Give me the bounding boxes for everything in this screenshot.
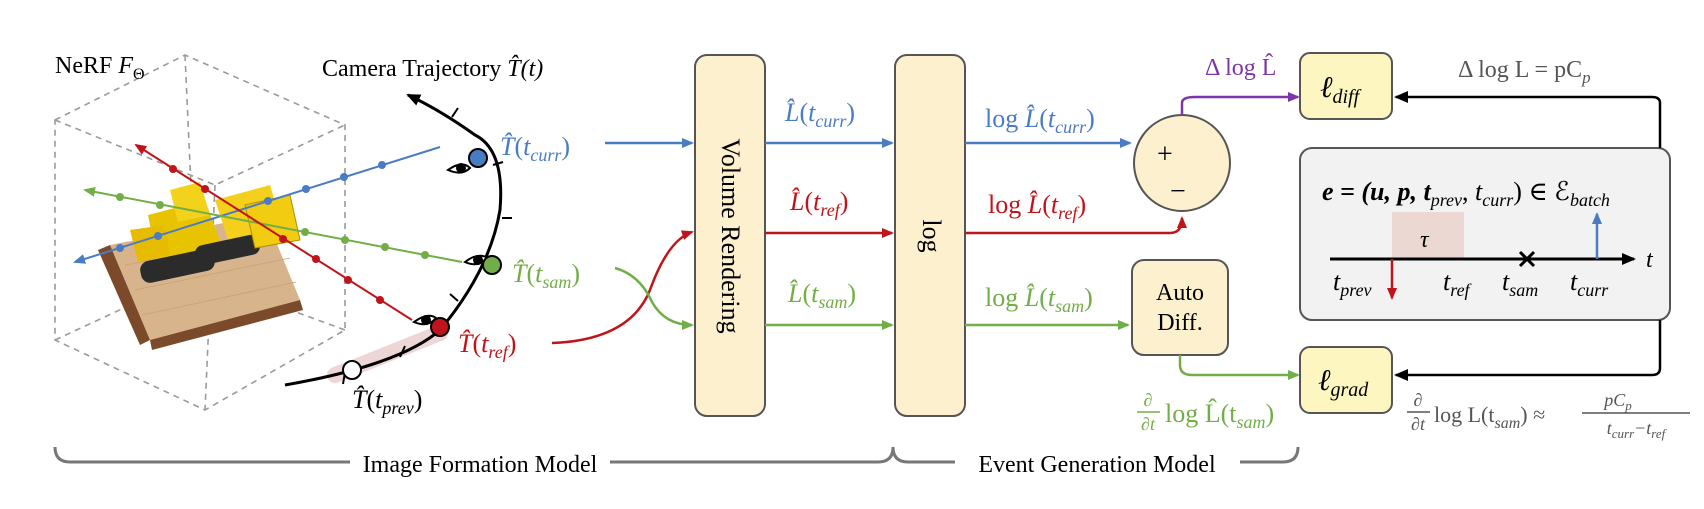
pose-ref-marker xyxy=(430,317,450,337)
t-ref-label: tref xyxy=(1443,267,1473,300)
arrow-event-to-ldiff xyxy=(1394,91,1662,148)
volume-rendering-label: Volume Rendering xyxy=(716,138,745,333)
loss-diff-box xyxy=(1299,52,1393,120)
plus-sign: + xyxy=(1157,139,1173,170)
pose-sam-marker xyxy=(482,255,502,275)
log-block xyxy=(894,54,966,417)
pose-curr-label: T̂(tcurr) xyxy=(500,132,570,165)
arrow-diff-to-ldiff xyxy=(1180,92,1300,115)
minus-sign: − xyxy=(1170,176,1186,207)
loss-grad-label: ℓgrad xyxy=(1318,364,1369,401)
svg-text:tcurr−tref: tcurr−tref xyxy=(1607,418,1668,441)
camera-eye-icon xyxy=(411,163,490,326)
pose-curr-marker xyxy=(468,148,488,168)
svg-text:∂: ∂ xyxy=(1414,390,1423,410)
delta-log-L-hat: Δ log L̂ xyxy=(1205,53,1276,81)
pose-sam-label: T̂(tsam) xyxy=(512,259,580,292)
signal-L-ref: L̂(tref) xyxy=(789,187,848,220)
svg-text:log L̂(tsam): log L̂(tsam) xyxy=(1165,399,1274,432)
auto-diff-label-2: Diff. xyxy=(1157,310,1203,336)
pose-prev-marker xyxy=(342,360,362,380)
loss-grad-box xyxy=(1299,346,1393,414)
arrow-sam-to-rendering xyxy=(614,266,694,330)
volume-rendering-block xyxy=(694,54,766,417)
camera-trajectory-curve xyxy=(284,93,503,387)
event-tuple: e = (u, p, tprev, tcurr) ∈ ℰbatch xyxy=(1322,177,1610,210)
grad-log-L-label: ∂ ∂t log L̂(tsam) xyxy=(1137,390,1274,434)
auto-diff-label-1: Auto xyxy=(1156,280,1204,306)
t-sam-label: tsam xyxy=(1502,267,1538,300)
t-prev-label: tprev xyxy=(1333,267,1372,300)
tau-label: τ xyxy=(1420,227,1430,253)
equation-gradient: ∂ ∂t log L(tsam) ≈ pCp tcurr−tref xyxy=(1407,390,1690,441)
signal-L-curr: L̂(tcurr) xyxy=(784,98,855,131)
arrow-logL-ref-to-sum xyxy=(965,216,1187,235)
ray-blue xyxy=(73,146,441,264)
svg-text:log L(tsam) ≈: log L(tsam) ≈ xyxy=(1434,402,1545,432)
arrow-event-to-lgrad xyxy=(1394,320,1662,381)
signal-logL-curr: log L̂(tcurr) xyxy=(985,104,1095,137)
arrow-autodiff-to-lgrad xyxy=(1178,355,1300,380)
svg-text:∂t: ∂t xyxy=(1411,414,1426,434)
equation-delta-log-L: Δ log L = pCp xyxy=(1458,57,1591,87)
tau-window xyxy=(1392,212,1464,259)
ray-red xyxy=(134,143,413,321)
nerf-label: NeRF FΘ xyxy=(55,53,145,83)
sample-cross-icon xyxy=(1518,250,1536,268)
loss-diff-label: ℓdiff xyxy=(1320,71,1362,108)
trajectory-title: Camera Trajectory T̂(t) xyxy=(322,55,543,82)
auto-diff-block xyxy=(1131,259,1229,356)
pose-prev-label: T̂(tprev) xyxy=(352,385,422,418)
log-label: log xyxy=(917,219,946,252)
svg-text:pCp: pCp xyxy=(1602,390,1632,413)
pose-ref-label: T̂(tref) xyxy=(458,329,516,362)
signal-logL-ref: log L̂(tref) xyxy=(988,190,1086,223)
signal-L-sam: L̂(tsam) xyxy=(787,279,856,312)
label-event-generation: Event Generation Model xyxy=(978,452,1216,478)
bracket-event-generation xyxy=(891,446,1300,464)
ray-green xyxy=(83,186,463,263)
label-image-formation: Image Formation Model xyxy=(363,452,598,478)
signal-logL-sam: log L̂(tsam) xyxy=(985,283,1093,316)
svg-text:∂: ∂ xyxy=(1144,390,1153,410)
t-curr-label: tcurr xyxy=(1570,267,1609,300)
svg-text:∂t: ∂t xyxy=(1141,414,1156,434)
lego-loader-image xyxy=(98,182,303,350)
time-axis-label: t xyxy=(1646,247,1654,273)
